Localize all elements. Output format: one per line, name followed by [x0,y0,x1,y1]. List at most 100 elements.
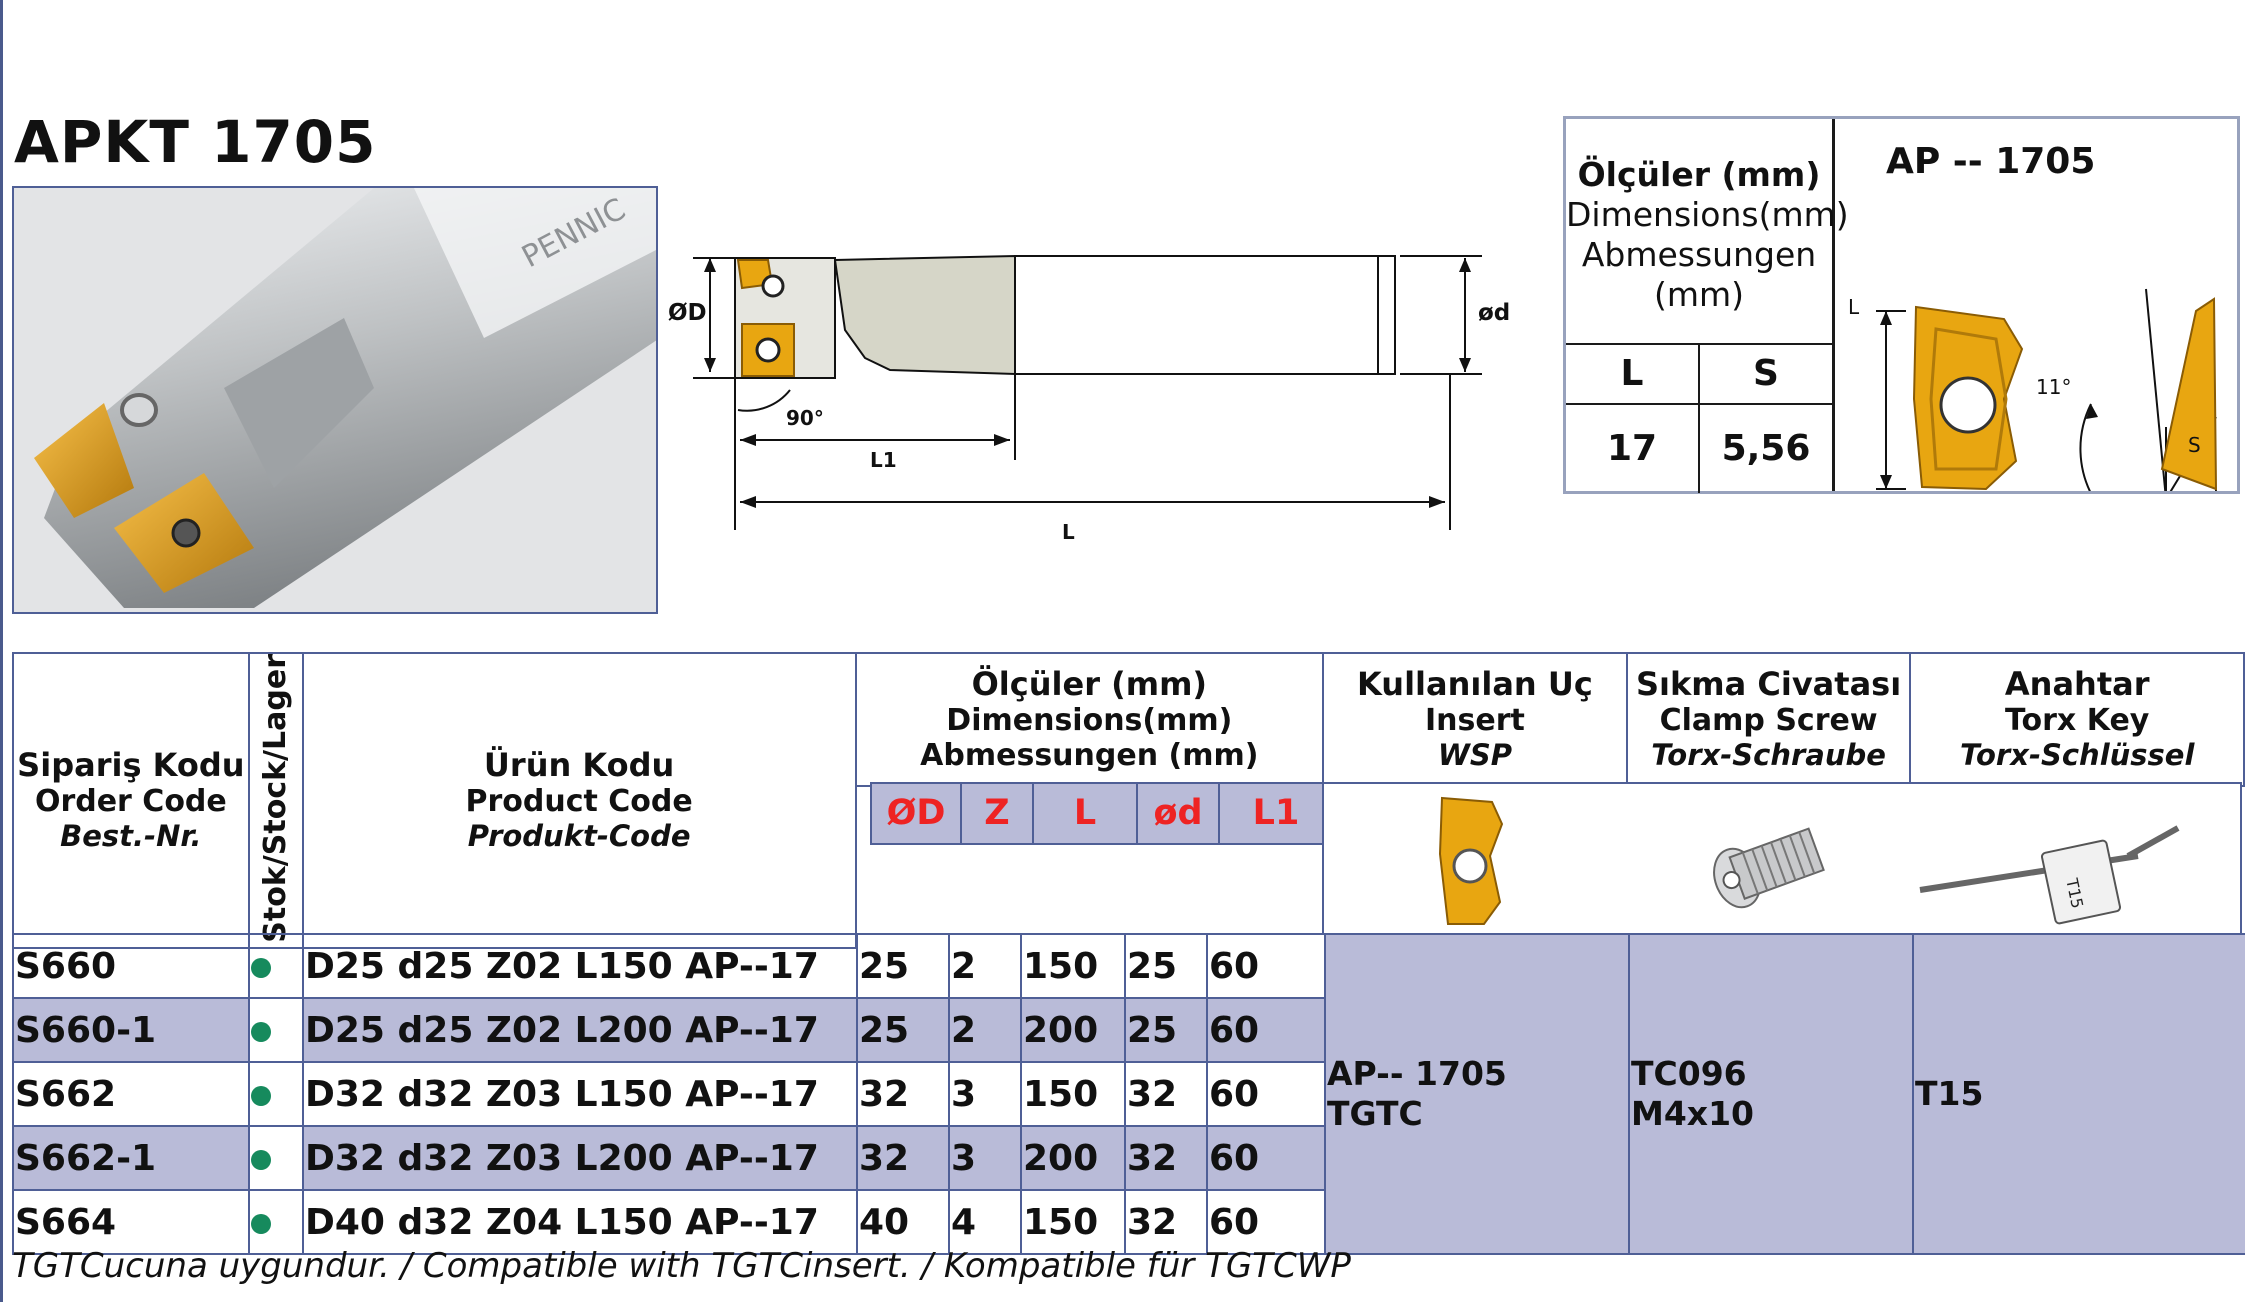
stock-indicator [248,997,304,1063]
dimensions-heading: Ölçüler (mm) Dimensions(mm) Abmessungen … [1566,155,1849,315]
col-header-d: ød [1138,782,1220,845]
torx-key-icon: T15 [1919,825,2180,925]
dim-Z: 3 [948,1061,1022,1127]
dimension-columns-header: ØD Z L ød L1 [870,782,1334,845]
dim-Z: 4 [948,1189,1022,1255]
stock-dot-icon [251,1021,271,1042]
dim-D: 32 [856,1061,950,1127]
table-row: S662-1 D32 d32 Z03 L200 AP--17 32 3 200 … [12,1125,2245,1191]
dimensions-table: Ölçüler (mm) Dimensions(mm) Abmessungen … [1566,119,1849,493]
product-rows: S660 D25 d25 Z02 L150 AP--17 25 2 150 25… [12,933,2245,1255]
stock-indicator [248,1125,304,1191]
insert-header: Kullanılan Uç Insert WSP [1322,652,1628,787]
product-code: D25 d25 Z02 L200 AP--17 [302,997,858,1063]
order-code: S660-1 [12,997,250,1063]
insert-label-L: L [1848,295,1860,319]
product-photo: PENNIC [12,186,658,614]
stock-indicator [248,1189,304,1255]
order-code: S662 [12,1061,250,1127]
dim-L1: 60 [1206,1125,1326,1191]
dim-D: 40 [856,1189,950,1255]
dim-d: 25 [1124,933,1208,999]
insert-image-cell [1322,782,1626,935]
col-S-header: S [1753,353,1779,394]
key-header: Anahtar Torx Key Torx-Schlüssel [1909,652,2245,787]
dimensions-header: Ölçüler (mm) Dimensions(mm) Abmessungen … [854,652,1325,787]
insert-label-S: S [2188,433,2201,457]
insert-title: AP -- 1705 [1886,141,2096,182]
clamp-screw-header: Sıkma Civatası Clamp Screw Torx-Schraube [1625,652,1912,787]
product-code: D25 d25 Z02 L150 AP--17 [302,933,858,999]
stock-dot-icon [251,1213,271,1234]
dim-d: 32 [1124,1061,1208,1127]
col-L-header: L [1566,345,1700,403]
clamp-screw-icon [1713,827,1825,909]
dim-L: 150 [1020,1061,1126,1127]
key-image-cell: T15 [1908,782,2242,935]
insert-icon [1438,796,1504,925]
product-code-header: Ürün Kodu Product Code Produkt-Code [301,652,857,949]
col-header-D: ØD [870,782,962,845]
val-S: 5,56 [1721,428,1811,469]
L1-label: L1 [870,448,897,472]
dim-L1: 60 [1206,1061,1326,1127]
product-code: D40 d32 Z04 L150 AP--17 [302,1189,858,1255]
order-code-header: Sipariş Kodu Order Code Best.-Nr. [12,652,250,949]
rows-table: S660 D25 d25 Z02 L150 AP--17 25 2 150 25… [12,933,2245,1255]
table-row: S660-1 D25 d25 Z02 L200 AP--17 25 2 200 … [12,997,2245,1063]
tool-dimension-drawing: ØD ød 90° L1 L [650,240,1530,560]
dimensions-value-row: 17 5,56 [1566,403,1832,493]
stock-indicator [248,1061,304,1127]
shank-d-label: ød [1478,300,1511,326]
page-title: APKT 1705 [14,108,377,176]
dim-L: 150 [1020,1189,1126,1255]
product-code: D32 d32 Z03 L200 AP--17 [302,1125,858,1191]
stock-indicator [248,933,304,999]
dim-L: 150 [1020,933,1126,999]
product-code: D32 d32 Z03 L150 AP--17 [302,1061,858,1127]
order-code: S660 [12,933,250,999]
table-row: S662 D32 d32 Z03 L150 AP--17 32 3 150 32… [12,1061,2245,1127]
dimensions-header-row: L S [1566,343,1832,403]
product-table: Sipariş Kodu Order Code Best.-Nr. Stok/S… [12,652,2245,949]
dim-D: 32 [856,1125,950,1191]
order-code: S664 [12,1189,250,1255]
screw-image-cell [1624,782,1910,935]
insert-angle-label: 11° [2036,375,2072,399]
order-code: S662-1 [12,1125,250,1191]
col-header-L1: L1 [1220,782,1334,845]
stock-dot-icon [251,1149,271,1170]
table-row: S664 D40 d32 Z04 L150 AP--17 40 4 150 32… [12,1189,2245,1255]
stock-header: Stok/Stock/Lager [247,652,304,949]
insert-geometry-drawing [1876,288,2218,491]
val-L: 17 [1566,405,1700,493]
left-edge-bar [0,0,3,1302]
dim-d: 25 [1124,997,1208,1063]
end-mill-photo-illustration: PENNIC [14,188,656,612]
dim-d: 32 [1124,1125,1208,1191]
dimensions-heading-de: Abmessungen [1581,235,1817,274]
key-value: T15 [1912,933,2245,1255]
dim-L1: 60 [1206,933,1326,999]
dim-d: 32 [1124,1189,1208,1255]
dim-D: 25 [856,933,950,999]
dimensions-heading-tr: Ölçüler (mm) [1577,155,1821,194]
col-header-Z: Z [962,782,1034,845]
dim-L1: 60 [1206,1189,1326,1255]
angle-label: 90° [786,406,824,430]
dim-Z: 2 [948,997,1022,1063]
dimensions-heading-en: Dimensions(mm) [1566,195,1849,234]
dim-L1: 60 [1206,997,1326,1063]
L-label: L [1062,520,1075,544]
dim-D: 25 [856,997,950,1063]
diameter-D-label: ØD [668,300,707,326]
col-header-L: L [1034,782,1138,845]
compatibility-footnote: TGTCucuna uygundur. / Compatible with TG… [12,1246,1351,1286]
stock-dot-icon [251,957,271,978]
dimensions-heading-de2: (mm) [1653,275,1745,314]
stock-dot-icon [251,1085,271,1106]
insert-dimensions-box: Ölçüler (mm) Dimensions(mm) Abmessungen … [1563,116,2240,494]
table-row: S660 D25 d25 Z02 L150 AP--17 25 2 150 25… [12,933,2245,1255]
